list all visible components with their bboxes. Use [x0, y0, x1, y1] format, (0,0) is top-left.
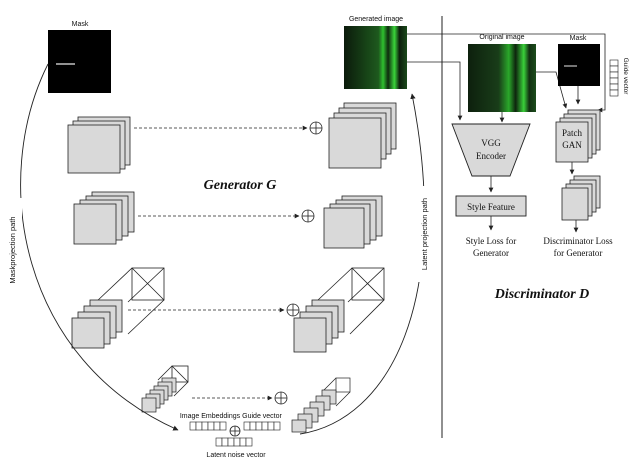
guide-vector-gen: [243, 421, 281, 431]
add-symbol-latent: [229, 425, 241, 437]
encoder-block-1: [67, 116, 131, 174]
skip-connection-2: [138, 209, 315, 223]
vgg-label-line2: Encoder: [476, 151, 506, 161]
discriminator-title: Discriminator D: [494, 287, 590, 302]
original-image: [468, 44, 536, 112]
mask-projection-label: Maskprojection path: [8, 216, 17, 283]
decoder-block-2: [323, 195, 383, 249]
decoder-block-4: [291, 377, 351, 433]
guide-vector-label: Guide vector: [242, 413, 282, 420]
vgg-label-line1: VGG: [481, 138, 501, 148]
patchgan-block: [555, 109, 601, 163]
encoder-block-3: [71, 267, 165, 349]
patch-label-line2: GAN: [562, 140, 582, 150]
skip-connection-4: [192, 391, 288, 405]
patch-label-line1: Patch: [562, 128, 582, 138]
generator-title: Generator G: [204, 178, 277, 193]
decoder-block-3: [293, 267, 385, 353]
gen-to-vgg-line: [407, 61, 463, 121]
original-image-label: Original image: [479, 34, 524, 41]
latent-noise-vector: [215, 437, 253, 447]
latent-projection-path: [299, 93, 425, 435]
skip-connection-1: [134, 121, 323, 135]
gen-to-disc-line: [407, 33, 606, 113]
gen-mask-label: Mask: [72, 21, 89, 28]
style-feature-label: Style Feature: [467, 202, 515, 212]
vgg-encoder: [451, 123, 531, 177]
skip-connection-3: [128, 303, 300, 317]
style-loss-line2: Generator: [473, 248, 509, 258]
disc-mask-image: [558, 44, 600, 86]
style-loss-line1: Style Loss for: [466, 236, 517, 246]
encoder-block-4: [141, 365, 189, 413]
disc-loss-line1: Discriminator Loss: [543, 236, 613, 246]
disc-mask-label: Mask: [570, 35, 587, 42]
latent-noise-label: Latent noise vector: [206, 452, 266, 459]
embeddings-label: Image Embeddings: [180, 413, 241, 420]
orig-to-patch-line: [536, 71, 568, 109]
image-embeddings-vector: [189, 421, 227, 431]
guide-vector-disc: [609, 59, 619, 97]
generated-image: [344, 26, 407, 89]
encoder-block-2: [73, 191, 135, 245]
disc-loss-line2: for Generator: [554, 248, 603, 258]
generated-image-label: Generated image: [349, 16, 403, 23]
disc-feature-block: [561, 175, 601, 221]
mask-projection-path: [20, 63, 179, 431]
latent-projection-label: Latent projection path: [420, 198, 429, 270]
gen-mask-image: [48, 30, 111, 93]
disc-guide-label: Guide vector: [622, 58, 629, 96]
decoder-block-1: [328, 102, 397, 169]
